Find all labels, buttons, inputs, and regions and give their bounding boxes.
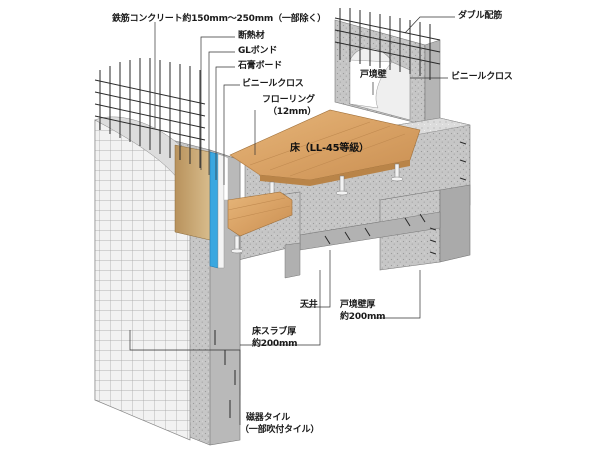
label-rebar-concrete: 鉄筋コンクリート約150mm～250mm（一部除く）: [112, 14, 326, 24]
label-ceiling: 天井: [300, 300, 318, 310]
label-insulation: 断熱材: [238, 31, 265, 41]
flooring-lower: [227, 191, 293, 254]
label-slab-thickness: 床スラブ厚: [252, 327, 297, 337]
party-wall-upper: [334, 19, 441, 126]
label-double-rebar: ダブル配筋: [458, 11, 503, 21]
label-slab-thickness-value: 約200mm: [252, 339, 298, 349]
label-floor-grade: 床（LL-45等級）: [290, 143, 369, 154]
label-gl-bond: GLボンド: [238, 46, 278, 56]
label-party-wall: 戸境壁: [360, 70, 387, 80]
leader-lines: [129, 16, 455, 425]
label-gypsum-board: 石膏ボード: [238, 61, 283, 71]
label-flooring: フローリング: [262, 95, 315, 105]
label-tile-note: （一部吹付タイル）: [240, 425, 320, 435]
label-vinyl-cloth-left: ビニールクロス: [242, 79, 304, 89]
label-tile: 磁器タイル: [246, 413, 291, 423]
label-vinyl-cloth-right: ビニールクロス: [451, 72, 513, 82]
label-party-wall-thickness: 戸境壁厚: [340, 300, 376, 310]
label-flooring-thickness: （12mm）: [268, 107, 317, 117]
label-party-wall-thickness-value: 約200mm: [340, 312, 386, 322]
rebar-grid: [94, 8, 467, 418]
